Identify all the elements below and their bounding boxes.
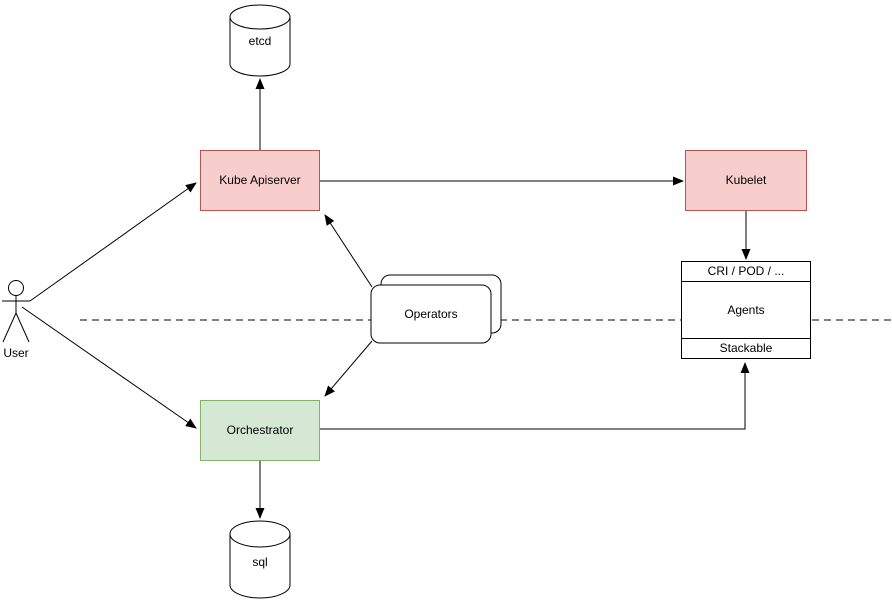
agent-stack-cri-label: CRI / POD / ...: [707, 264, 785, 279]
node-kube-apiserver: Kube Apiserver: [200, 150, 320, 211]
agent-stack-row-stackable: Stackable: [682, 338, 810, 358]
node-orchestrator-label: Orchestrator: [226, 423, 294, 438]
node-kubelet: Kubelet: [685, 150, 807, 211]
agent-stack-row-agents: Agents: [682, 282, 810, 338]
node-kubelet-label: Kubelet: [725, 173, 767, 188]
agent-stack-row-cri: CRI / POD / ...: [682, 262, 810, 282]
node-orchestrator: Orchestrator: [200, 400, 320, 461]
agent-stack-agents-label: Agents: [727, 302, 765, 317]
node-agent-stack: CRI / POD / ... Agents Stackable: [681, 261, 811, 359]
agent-stack-stackable-label: Stackable: [719, 341, 773, 356]
node-kube-apiserver-label: Kube Apiserver: [219, 173, 301, 188]
